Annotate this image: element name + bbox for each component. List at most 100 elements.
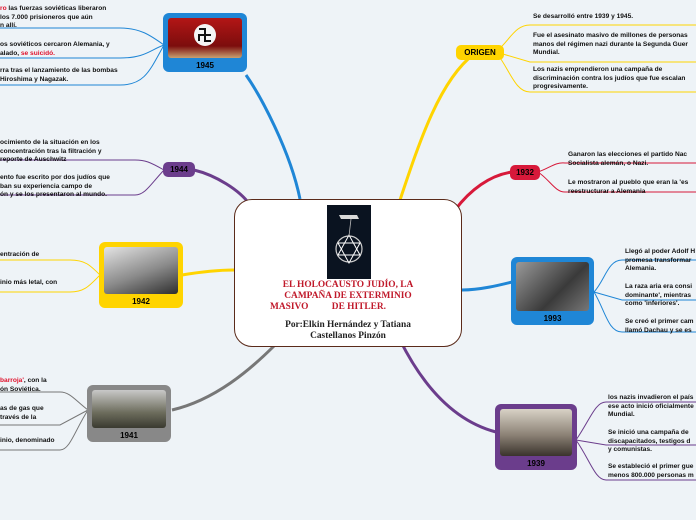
note-text: las fuerzas soviéticas liberaron	[6, 5, 107, 12]
title-line-2: CAMPAÑA DE EXTERMINIO	[284, 291, 412, 301]
note-line: entración de	[0, 251, 40, 258]
central-topic[interactable]: EL HOLOCAUSTO JUDÍO, LA CAMPAÑA DE EXTER…	[234, 199, 462, 347]
central-title: EL HOLOCAUSTO JUDÍO, LA CAMPAÑA DE EXTER…	[235, 280, 461, 313]
note-line: Ganaron las elecciones el partido Nac	[568, 151, 688, 158]
note-origen-1: Se desarrolló entre 1939 y 1945.	[533, 13, 633, 22]
note-1945-1: ro las fuerzas soviéticas liberaron los …	[0, 5, 106, 31]
topic-label: 1945	[196, 61, 214, 70]
link-1939-notes	[575, 401, 696, 481]
link-1945	[244, 74, 302, 200]
note-1941-2: as de gas que través de la	[0, 405, 44, 422]
note-1939-2: Se inició una campaña de discapacitados,…	[608, 429, 690, 455]
note-line: como 'inferiores'.	[625, 300, 680, 308]
topic-1932[interactable]: 1932	[510, 165, 540, 180]
note-line: os soviéticos cercaron Alemania, y	[0, 41, 110, 48]
note-1932-1: Ganaron las elecciones el partido Nac So…	[568, 151, 687, 168]
link-1942	[181, 268, 235, 277]
note-line: progresivamente.	[533, 83, 588, 91]
note-1944-2: ento fue escrito por dos judíos que ban …	[0, 174, 110, 200]
note-line: Llegó al poder Adolf H	[625, 248, 696, 255]
note-line: n allí.	[0, 22, 17, 30]
note-line: ban su experiencia campo de	[0, 182, 92, 190]
swastika-banner-icon	[194, 24, 216, 46]
central-subtitle: Por:Elkin Hernández y Tatiana Castellano…	[235, 320, 461, 342]
note-1944-1: ocimiento de la situación en los concent…	[0, 139, 102, 165]
note-origen-3: Los nazis emprendieron una campaña de di…	[533, 66, 685, 92]
note-text-red: ro	[0, 5, 7, 12]
link-1933	[461, 280, 513, 292]
link-origen	[398, 52, 475, 201]
note-line: concentración tras la filtración y	[0, 147, 102, 155]
topic-label: 1993	[543, 314, 562, 323]
note-text: , con la	[23, 377, 47, 384]
note-line: Se creó el primer cam	[625, 318, 694, 325]
subtitle-line-2: Castellanos Pinzón	[310, 331, 386, 341]
link-1941-notes	[0, 391, 89, 451]
topic-1945[interactable]: 1945	[163, 13, 247, 72]
note-line: discapacitados, testigos d	[608, 437, 691, 445]
note-line: Hiroshima y Nagazak.	[0, 75, 69, 83]
note-1945-3: rra tras el lanzamiento de las bombas Hi…	[0, 67, 118, 84]
link-1944	[193, 168, 252, 206]
hand-star-icon	[335, 215, 363, 265]
link-1945-notes	[0, 27, 165, 86]
topic-label: 1941	[120, 431, 138, 440]
photo-1939	[500, 409, 572, 456]
note-line: Mundial.	[608, 411, 635, 419]
topic-1941[interactable]: 1941	[87, 385, 171, 442]
note-line: y comunistas.	[608, 446, 652, 454]
note-line: dominante', mientras	[625, 291, 692, 299]
note-line: ento fue escrito por dos judíos que	[0, 174, 110, 181]
subtitle-line-1: Por:Elkin Hernández y Tatiana	[285, 320, 411, 330]
link-1941	[171, 343, 277, 412]
link-1933-notes	[593, 259, 696, 333]
note-line: La raza aria era consi	[625, 283, 693, 290]
note-1942-2: inio más letal, con	[0, 279, 57, 288]
topic-1933[interactable]: 1993	[511, 257, 594, 325]
note-1945-2: os soviéticos cercaron Alemania, y alado…	[0, 41, 110, 58]
note-line: Se estableció el primer gue	[608, 463, 694, 470]
note-text: Se desarrolló entre 1939 y 1945.	[533, 13, 634, 20]
topic-1944[interactable]: 1944	[163, 162, 195, 177]
note-origen-2: Fue el asesinato masivo de millones de p…	[533, 32, 688, 58]
topic-1942[interactable]: 1942	[99, 242, 183, 308]
note-line: reestructurar a Alemania	[568, 187, 646, 195]
note-line: Los nazis emprendieron una campaña de	[533, 66, 663, 73]
link-1942-notes	[0, 259, 101, 293]
note-line: discriminación contra los judíos que fue…	[533, 74, 686, 82]
title-line-1: EL HOLOCAUSTO JUDÍO, LA	[282, 280, 414, 290]
note-text: alado,	[0, 49, 21, 57]
link-1932-notes	[537, 162, 696, 193]
note-line: as de gas que	[0, 405, 44, 412]
note-line: rra tras el lanzamiento de las bombas	[0, 67, 118, 74]
topic-label: 1942	[132, 297, 150, 306]
photo-1942	[104, 247, 178, 294]
note-1939-1: los nazis invadieron el país ese acto in…	[608, 394, 694, 420]
note-line: promesa transformar	[625, 256, 692, 264]
note-1933-3: Se creó el primer cam llamó Dachau y se …	[625, 318, 694, 335]
photo-hitler-salute	[516, 262, 589, 311]
note-line: inio más letal, con	[0, 279, 58, 286]
topic-1939[interactable]: 1939	[495, 404, 577, 470]
note-1933-1: Llegó al poder Adolf H promesa transform…	[625, 248, 695, 274]
photo-1941	[92, 390, 166, 428]
note-line: ocimiento de la situación en los	[0, 139, 100, 146]
note-line: Se inició una campaña de	[608, 429, 689, 436]
note-1941-3: inio, denominado	[0, 437, 55, 446]
note-line: través de la	[0, 413, 37, 421]
note-line: inio, denominado	[0, 437, 55, 444]
note-1941-1: barroja', con la ón Soviética.	[0, 377, 47, 394]
title-line-3: MASIVO DE HITLER.	[270, 302, 386, 312]
note-1932-2: Le mostraron al pueblo que eran la 'es r…	[568, 179, 688, 196]
link-1944-notes	[0, 159, 165, 196]
topic-origen[interactable]: ORIGEN	[456, 45, 504, 60]
note-line: Le mostraron al pueblo que eran la 'es	[568, 179, 689, 186]
note-line: Mundial.	[533, 49, 560, 57]
note-line: manos del régimen nazi durante la Segund…	[533, 40, 688, 48]
note-text-red: se suicidó.	[20, 49, 55, 57]
note-line: Alemania.	[625, 265, 657, 273]
photo-1945	[168, 18, 242, 58]
note-line: llamó Dachau y se es	[625, 326, 692, 334]
link-1932	[453, 170, 513, 211]
